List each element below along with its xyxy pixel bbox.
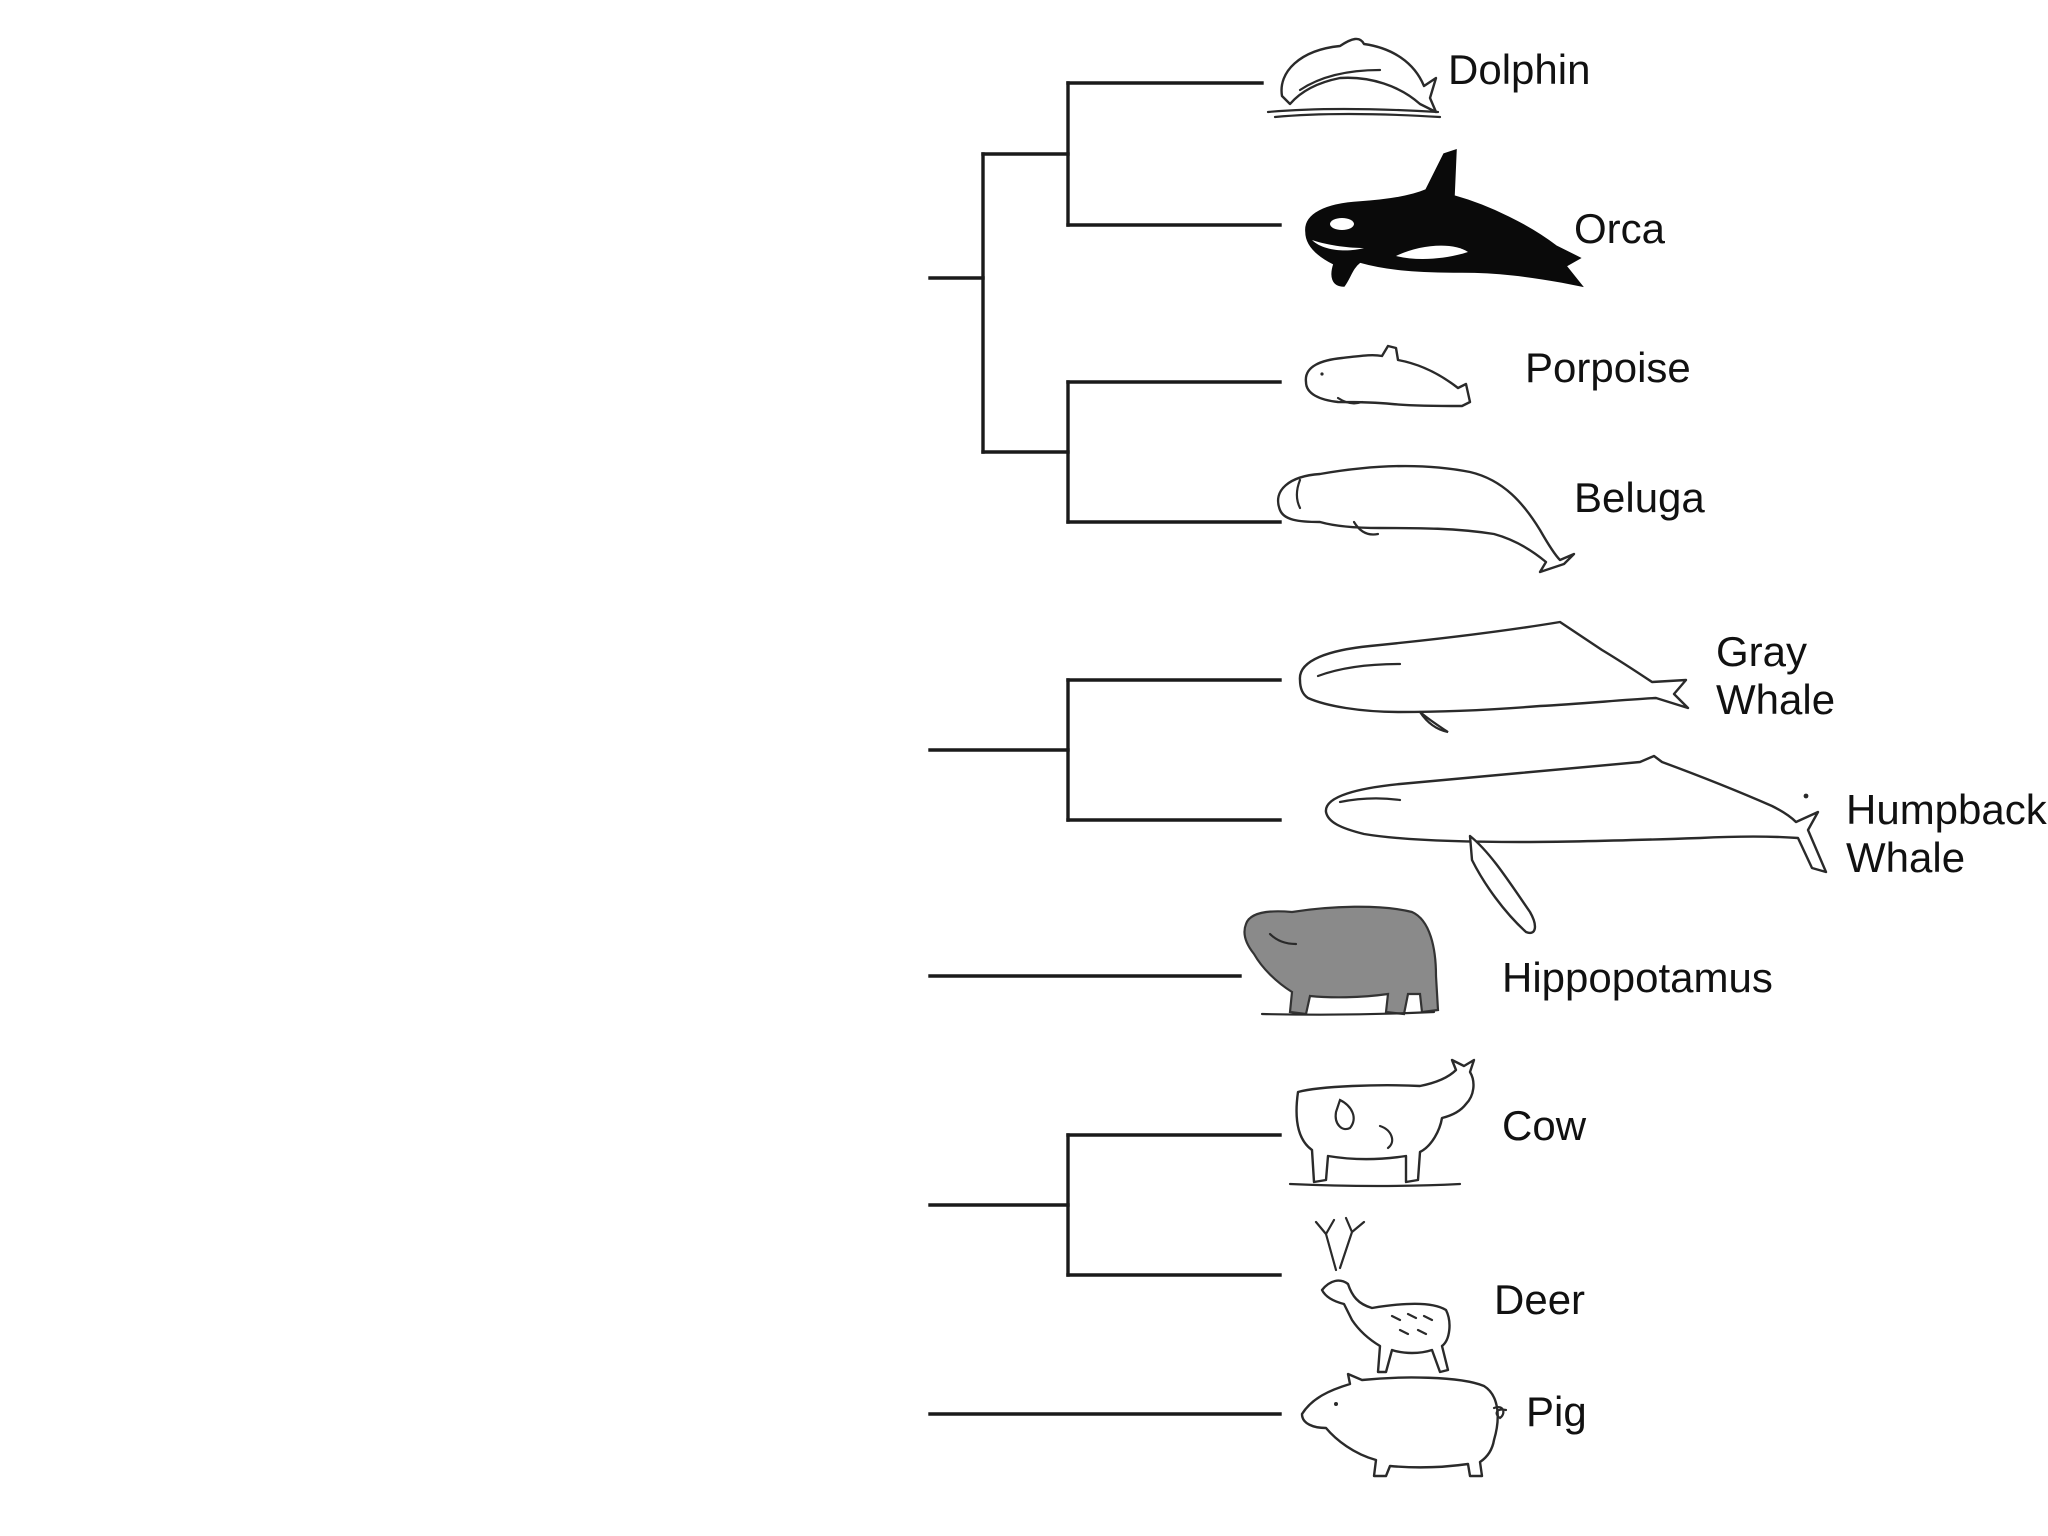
cow-icon bbox=[1288, 1058, 1476, 1188]
label-dolphin: Dolphin bbox=[1448, 46, 1590, 93]
beluga-icon bbox=[1277, 464, 1576, 574]
deer-icon bbox=[1314, 1216, 1451, 1374]
label-porpoise: Porpoise bbox=[1525, 344, 1691, 391]
taxon-labels: Dolphin Orca Porpoise Beluga Gray Whale … bbox=[1448, 46, 2048, 1435]
humpback-whale-icon bbox=[1324, 754, 1828, 935]
dolphin-icon bbox=[1266, 37, 1442, 119]
pig-icon bbox=[1300, 1372, 1508, 1478]
label-cow: Cow bbox=[1502, 1102, 1587, 1149]
label-deer: Deer bbox=[1494, 1276, 1585, 1323]
orca-icon bbox=[1305, 148, 1584, 288]
label-humpback-whale: Humpback Whale bbox=[1846, 786, 2048, 881]
porpoise-icon bbox=[1304, 344, 1472, 408]
label-gray-whale: Gray Whale bbox=[1716, 628, 1835, 723]
gray-whale-icon bbox=[1298, 620, 1690, 734]
tree-branches bbox=[928, 81, 1282, 1416]
hippopotamus-icon bbox=[1243, 905, 1440, 1016]
label-pig: Pig bbox=[1526, 1388, 1587, 1435]
label-hippopotamus: Hippopotamus bbox=[1502, 954, 1773, 1001]
label-orca: Orca bbox=[1574, 205, 1666, 252]
label-beluga: Beluga bbox=[1574, 474, 1705, 521]
